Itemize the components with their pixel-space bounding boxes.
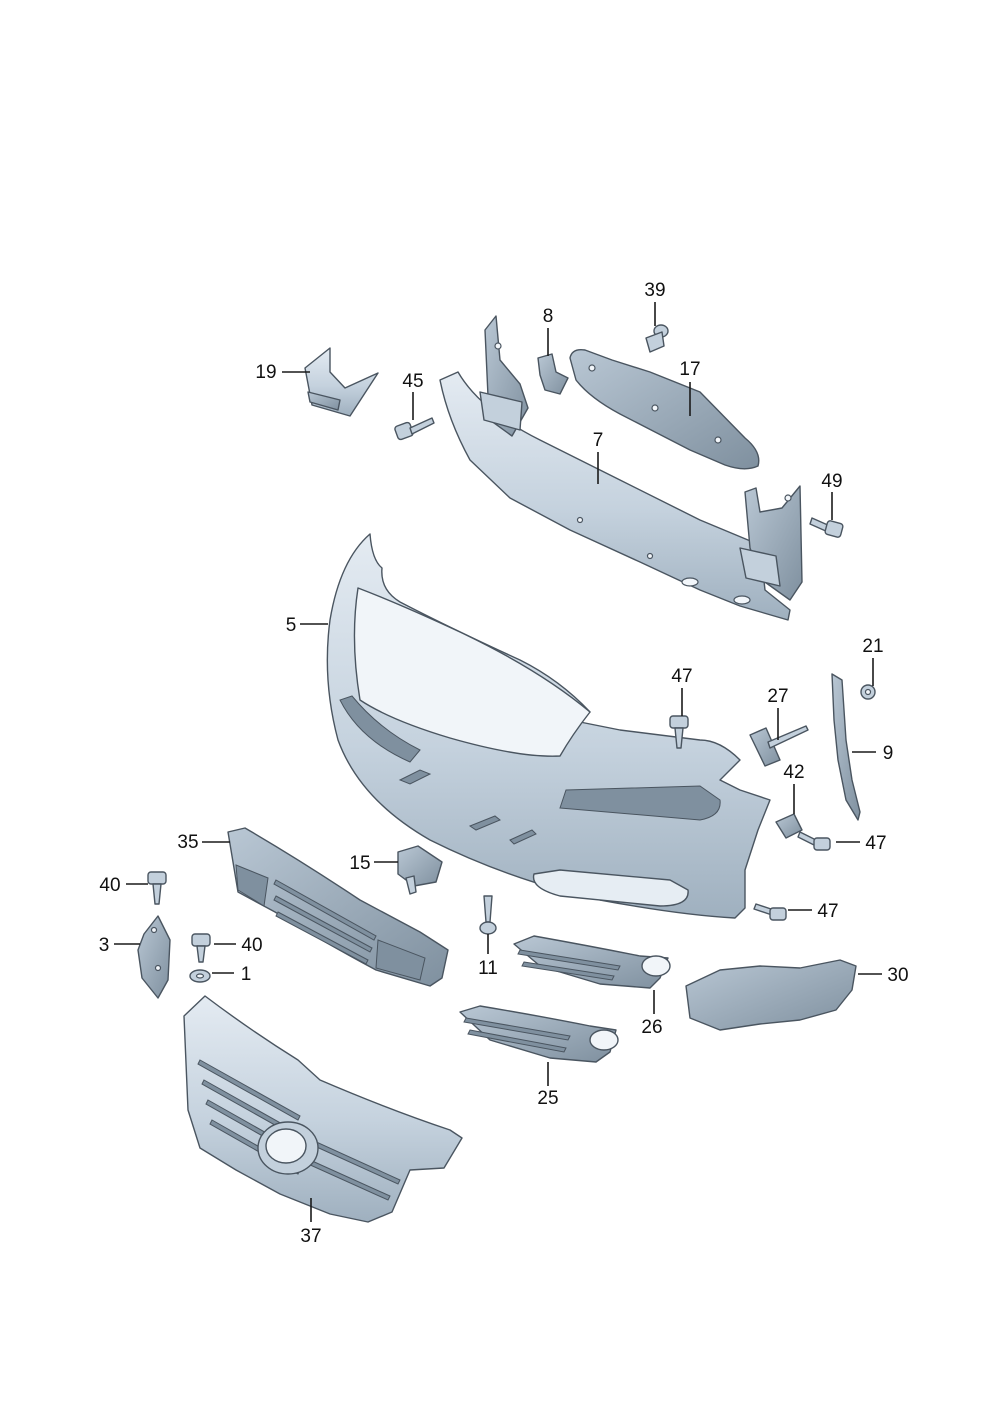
callout-27: 27	[767, 686, 788, 707]
part-40-right-screw	[191, 933, 211, 963]
callout-45: 45	[402, 371, 423, 392]
callout-35: 35	[177, 832, 198, 853]
callout-40-right: 40	[241, 935, 262, 956]
part-42-clip-nut	[775, 813, 803, 839]
callout-3: 3	[99, 935, 110, 956]
part-49-bolt	[809, 517, 844, 538]
callout-1: 1	[241, 964, 252, 985]
callout-26: 26	[641, 1017, 662, 1038]
callout-5: 5	[286, 615, 297, 636]
callout-9: 9	[883, 743, 894, 764]
callout-30: 30	[887, 965, 908, 986]
part-40-left-screw	[147, 871, 167, 905]
callout-47-upper: 47	[671, 666, 692, 687]
callout-labels: 39 8 19 45 17 7 49 5 21 47 27 9 42 35 47…	[99, 280, 909, 1247]
part-45-bolt	[394, 417, 435, 441]
callout-8: 8	[543, 306, 554, 327]
part-15-sensor-holder	[397, 845, 443, 895]
part-25-grille-left	[459, 1005, 619, 1063]
part-1-washer	[189, 969, 211, 983]
callout-17: 17	[679, 359, 700, 380]
part-37-radiator-grille	[183, 995, 463, 1223]
callout-21: 21	[862, 636, 883, 657]
part-8-clip	[537, 353, 569, 395]
callout-15: 15	[349, 853, 370, 874]
callout-7: 7	[593, 430, 604, 451]
leader-lines	[114, 302, 882, 1222]
part-27-stud-bracket	[749, 725, 809, 767]
part-11-screw	[479, 895, 497, 935]
part-17-absorber	[569, 348, 760, 470]
part-47-upper-bolt	[669, 715, 689, 749]
part-30-trim-strip	[685, 959, 857, 1031]
part-7-bumper-carrier	[439, 315, 803, 621]
part-21-nut	[860, 684, 876, 700]
callout-49: 49	[821, 471, 842, 492]
part-35-lower-grille	[227, 827, 449, 987]
part-39-rivet	[645, 324, 669, 353]
callout-42: 42	[783, 762, 804, 783]
part-3-bracket	[137, 915, 171, 999]
callout-39: 39	[644, 280, 665, 301]
part-47-lower-bolt	[753, 903, 787, 921]
part-26-grille-right	[513, 935, 671, 989]
part-5-bumper-cover	[326, 533, 771, 919]
part-19-bracket	[304, 347, 379, 417]
callout-40-left: 40	[99, 875, 120, 896]
callout-47-lower: 47	[817, 901, 838, 922]
callout-47-right: 47	[865, 833, 886, 854]
callout-25: 25	[537, 1088, 558, 1109]
callout-19: 19	[255, 362, 276, 383]
callout-37: 37	[300, 1226, 321, 1247]
callout-11: 11	[478, 958, 498, 979]
part-47-right-bolt	[797, 831, 831, 851]
part-9-guide-strip	[831, 673, 861, 821]
